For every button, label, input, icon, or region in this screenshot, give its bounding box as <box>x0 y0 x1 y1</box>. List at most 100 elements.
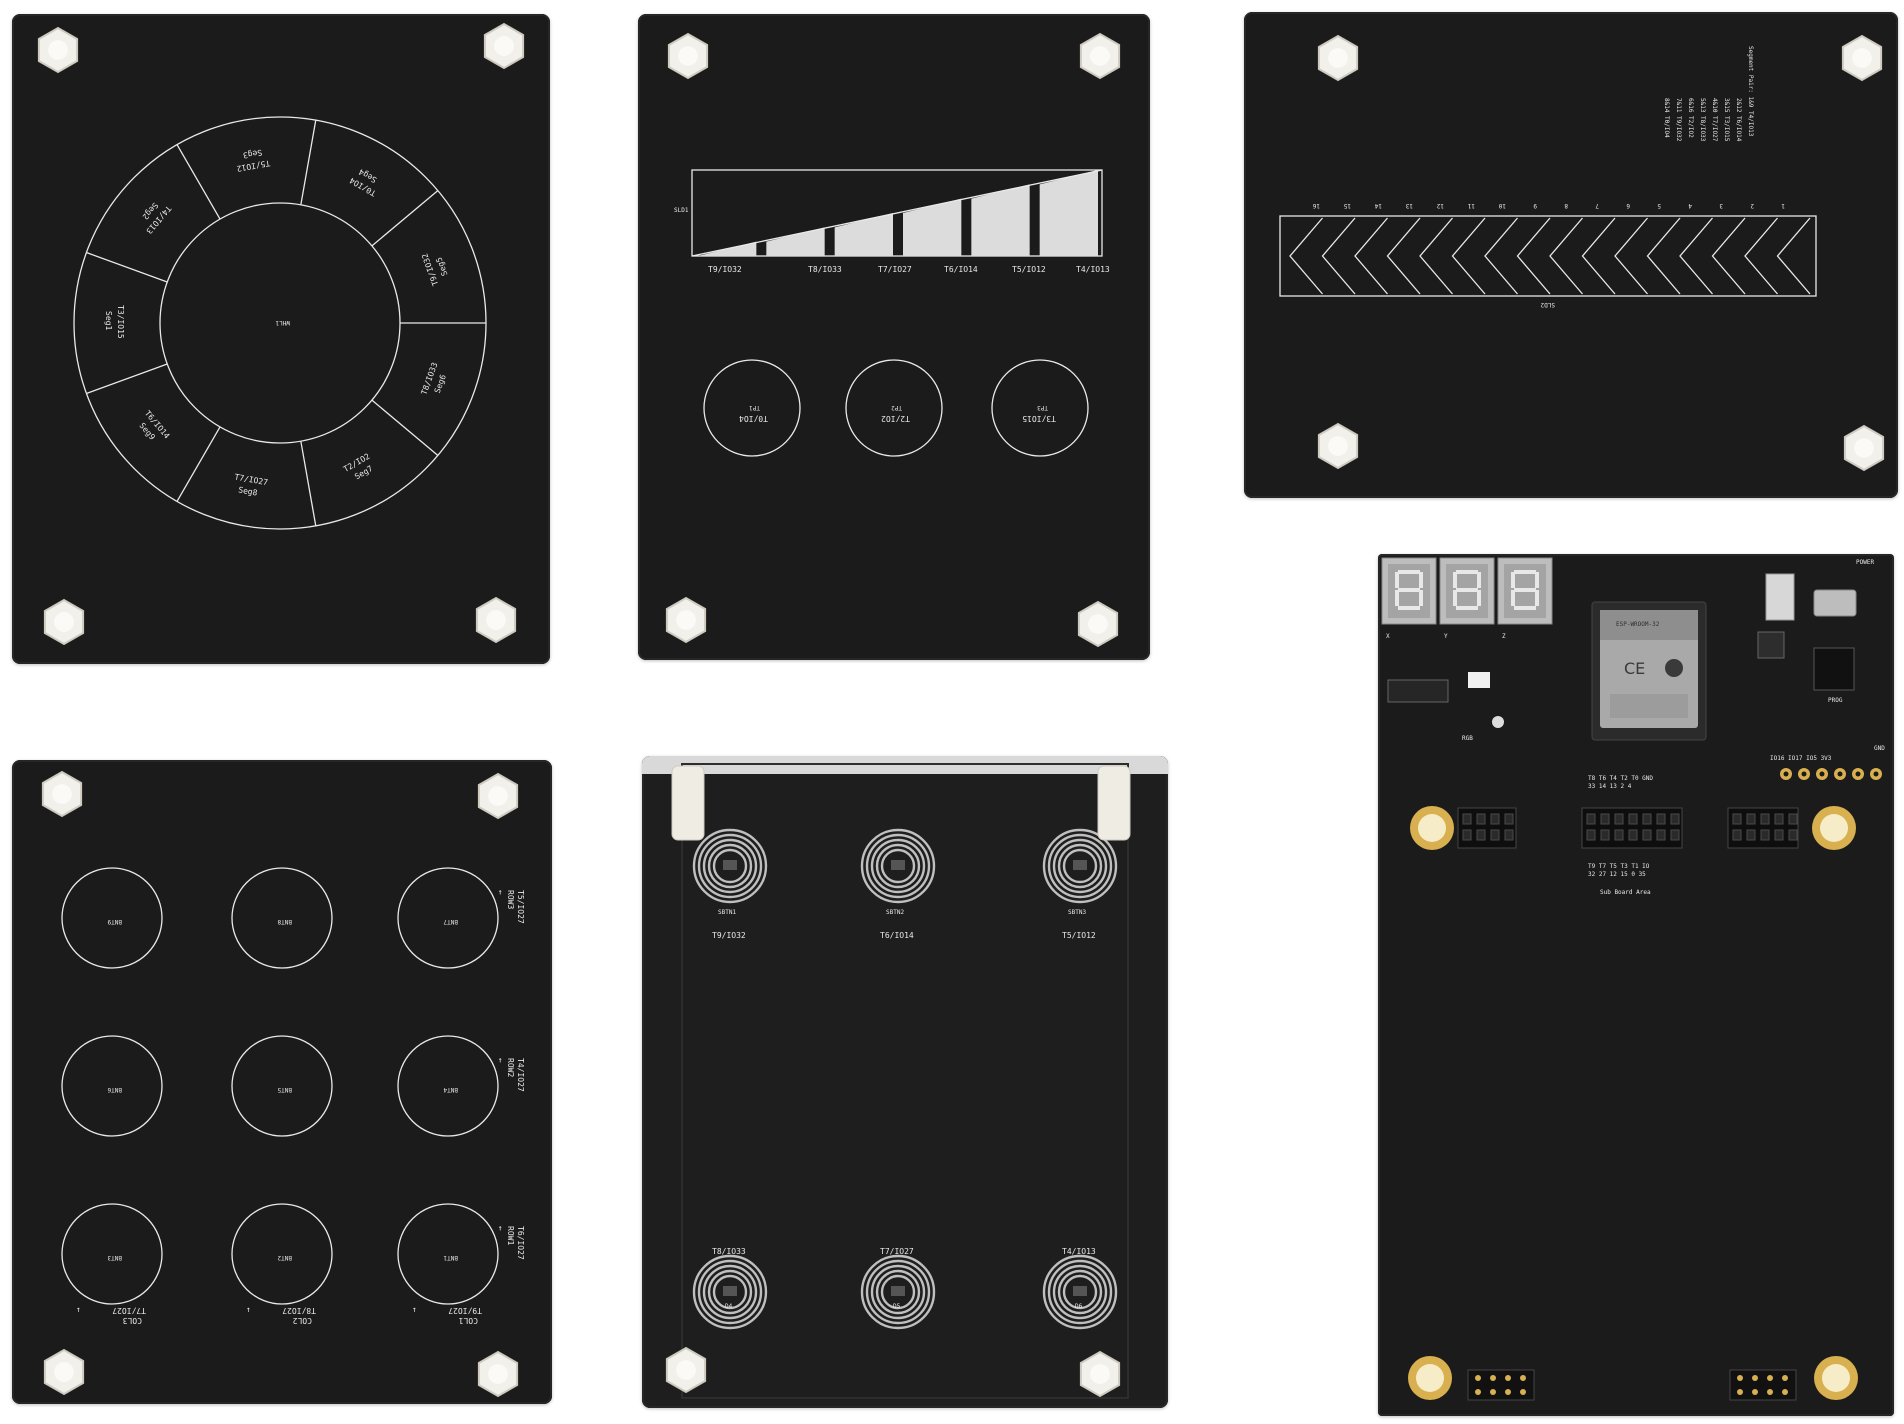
matrix-row-name: ROW2 <box>506 1058 515 1077</box>
duplex-chevron[interactable] <box>1679 217 1713 295</box>
wheel-segment-pin: T5/IO12 <box>236 158 271 173</box>
small-pin-header[interactable] <box>1467 1369 1535 1401</box>
duplex-segment-number: 13 <box>1405 202 1413 209</box>
matrix-col-name: COL2 <box>293 1316 312 1325</box>
duplex-pair: 6&16 T2/IO2 <box>1687 98 1694 138</box>
duplex-chevron[interactable] <box>1776 217 1811 295</box>
touch-row-top-nums: 33 14 13 2 4 <box>1588 783 1632 790</box>
nylon-nut <box>1317 422 1359 470</box>
touch-row-top: T8 T6 T4 T2 T0 GND <box>1588 775 1653 782</box>
duplex-chevron[interactable] <box>1646 217 1681 295</box>
wheel-divider <box>371 399 439 456</box>
sub-board-area-label: Sub Board Area <box>1600 889 1651 896</box>
spring-button[interactable] <box>860 828 936 904</box>
wheel-segment-name: Seg1 <box>104 311 113 330</box>
duplex-chevron[interactable] <box>1581 217 1616 295</box>
spring-button[interactable] <box>692 828 768 904</box>
slider-segment[interactable] <box>766 227 825 256</box>
duplex-chevron[interactable] <box>1354 217 1388 295</box>
duplex-pair: 5&13 T8/IO33 <box>1699 98 1706 142</box>
spring-button-name: SBTN2 <box>886 909 904 916</box>
duplex-chevron[interactable] <box>1711 217 1746 295</box>
slider-segment[interactable] <box>971 184 1030 256</box>
led-label: D4 <box>725 1303 733 1310</box>
duplex-slider-outline <box>1279 215 1817 297</box>
nylon-nut <box>475 596 517 644</box>
spring-button[interactable] <box>1042 828 1118 904</box>
matrix-button[interactable]: BNT6 <box>61 1035 163 1137</box>
wheel-divider <box>300 120 317 205</box>
nylon-nut <box>665 1346 707 1394</box>
female-header[interactable] <box>1727 807 1799 849</box>
matrix-button[interactable]: BNT9 <box>61 867 163 969</box>
matrix-button[interactable]: BNT5 <box>231 1035 333 1137</box>
micro-usb-port[interactable] <box>1813 589 1857 617</box>
female-header[interactable] <box>1457 807 1517 849</box>
spring-button-pin: T5/IO12 <box>1062 931 1096 940</box>
slider-pin-label: T4/IO13 <box>1076 265 1110 274</box>
duplex-chevron[interactable] <box>1321 217 1356 295</box>
spring-button[interactable] <box>860 1254 936 1330</box>
spring-button[interactable] <box>1042 1254 1118 1330</box>
slider-diagonal <box>691 169 1103 257</box>
prog-header[interactable] <box>1813 647 1855 691</box>
matrix-button[interactable]: BNT8 <box>231 867 333 969</box>
slider-segment[interactable] <box>834 213 893 256</box>
duplex-chevron[interactable] <box>1451 217 1486 295</box>
spring-button[interactable] <box>692 1254 768 1330</box>
matrix-button[interactable]: BNT1 <box>397 1203 499 1305</box>
slider-label: SLD1 <box>674 207 689 214</box>
duplex-chevron[interactable] <box>1744 217 1778 295</box>
touch-pad-pin: T0/IO4 <box>739 414 768 423</box>
matrix-row-pin: T6/IO27 <box>516 1226 525 1260</box>
slider-segment[interactable] <box>903 198 962 256</box>
rgb-label: RGB <box>1462 735 1473 742</box>
duplex-chevron[interactable] <box>1549 217 1583 295</box>
duplex-segment-number: 15 <box>1343 202 1351 209</box>
duplex-segment-number: 14 <box>1374 202 1382 209</box>
duplex-segment-number: 9 <box>1533 202 1537 209</box>
wheel-board-art: T0/IO4Seg4T9/IO32Seg5T8/IO33Seg6T2/IO2Se… <box>37 22 525 646</box>
duplex-chevron[interactable] <box>1614 217 1648 295</box>
matrix-button[interactable]: BNT7 <box>397 867 499 969</box>
power-switch[interactable] <box>1765 573 1795 621</box>
duplex-chevron[interactable] <box>1386 217 1421 295</box>
led-label: D5 <box>893 1303 901 1310</box>
wheel-segment-name: Seg8 <box>238 485 259 497</box>
duplex-chevron[interactable] <box>1289 217 1323 295</box>
matrix-row-pin: T5/IO27 <box>516 890 525 924</box>
matrix-button[interactable]: BNT3 <box>61 1203 163 1305</box>
matrix-col-pin: T9/IO27 <box>448 1306 482 1315</box>
matrix-button[interactable]: BNT2 <box>231 1203 333 1305</box>
duplex-chevron[interactable] <box>1419 217 1453 295</box>
duplex-chevron[interactable] <box>1484 217 1518 295</box>
matrix-button-label: BNT8 <box>277 918 292 925</box>
matrix-col-name: COL3 <box>123 1316 142 1325</box>
matrix-button[interactable]: BNT4 <box>397 1035 499 1137</box>
female-header[interactable] <box>1581 807 1683 849</box>
rgb-led-icon <box>1492 716 1504 728</box>
slider-segment[interactable] <box>1039 170 1098 256</box>
header-pin-labels: IO16 IO17 IO5 3V3 <box>1770 755 1832 762</box>
duplex-chevron[interactable] <box>1516 217 1551 295</box>
nylon-nut <box>483 22 525 70</box>
ce-mark: CE <box>1624 659 1645 678</box>
small-pin-header[interactable] <box>1729 1369 1797 1401</box>
wheel-divider <box>86 363 168 395</box>
wheel-divider <box>300 441 317 526</box>
duplex-pair-header: Segment Pair: 1&9 T4/IO13 <box>1747 46 1754 137</box>
